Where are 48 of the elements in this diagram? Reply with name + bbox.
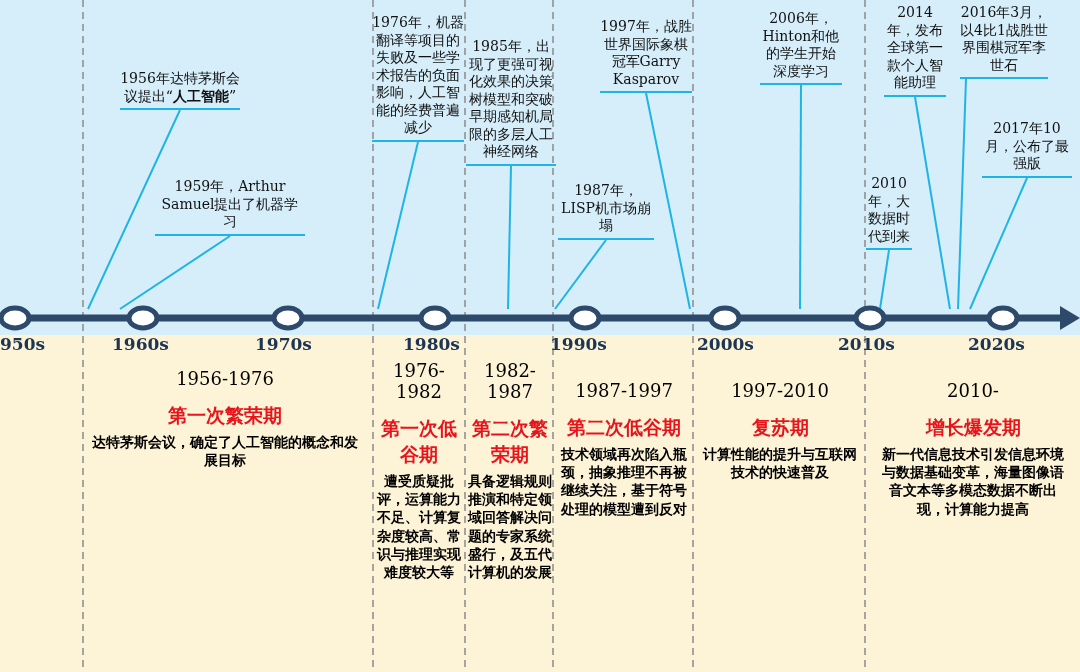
period-description: 技术领域再次陷入瓶颈，抽象推理不再被继续关注，基于符号处理的模型遭到反对 [560, 445, 688, 518]
period-name: 第一次低谷期 [380, 416, 458, 467]
period-name: 第一次繁荣期 [167, 403, 283, 428]
leader-line [957, 78, 967, 310]
period-years: 1987-1997 [574, 380, 674, 401]
event-callout: 1987年，LISP机市场崩塌 [558, 182, 654, 240]
period-name: 复苏期 [750, 415, 810, 440]
leader-line [969, 177, 1028, 310]
period-description: 计算性能的提升与互联网技术的快速普及 [701, 445, 858, 482]
period-description: 新一代信息技术引发信息环境与数据基础变革，海量图像语音文本等多模态数据不断出现，计算能力提高 [881, 445, 1065, 518]
event-callout: 1956年达特茅斯会议提出“人工智能” [120, 70, 240, 110]
leader-line [87, 109, 181, 310]
event-callout: 2014年，发布全球第一款个人智能助理 [884, 4, 946, 97]
leader-line [645, 92, 691, 310]
period-description: 遭受质疑批评，运算能力不足、计算复杂度较高、常识与推理实现难度较大等 [376, 472, 462, 582]
period-years: 1997-2010 [730, 380, 830, 401]
event-callout: 2016年3月，以4比1战胜世界围棋冠军李世石 [960, 4, 1048, 79]
period-description: 达特茅斯会议，确定了人工智能的概念和发展目标 [91, 433, 359, 470]
period-description: 具备逻辑规则推演和特定领域回答解决问题的专家系统盛行，及五代计算机的发展 [468, 472, 552, 582]
decade-label: 2010s [838, 334, 895, 354]
decade-label: 2000s [697, 334, 754, 354]
event-callout: 1976年，机器翻译等项目的失败及一些学术报告的负面影响，人工智能的经费普遍减少 [372, 14, 464, 142]
decade-label: 1990s [550, 334, 607, 354]
leader-line [507, 165, 512, 310]
period-years: 1976-1982 [392, 360, 446, 402]
period-years: 1982-1987 [483, 360, 537, 402]
period-name: 第二次低谷期 [566, 415, 682, 440]
period-years: 1956-1976 [175, 368, 275, 389]
event-callout: 1997年，战胜世界国际象棋冠军Garry Kasparov [600, 18, 692, 93]
period-name: 增长爆发期 [924, 415, 1022, 440]
decade-label: 1980s [403, 334, 460, 354]
period-name: 第二次繁荣期 [471, 416, 549, 467]
leader-line [799, 84, 802, 310]
decade-label: 950s [0, 334, 46, 354]
event-callout: 2010年，大数据时代到来 [866, 175, 912, 250]
event-callout: 1985年，出现了更强可视化效果的决策树模型和突破早期感知机局限的多层人工神经网络 [466, 38, 556, 166]
leader-line [914, 96, 951, 310]
leader-line [879, 249, 890, 310]
decade-label: 2020s [968, 334, 1025, 354]
leader-line [377, 141, 419, 310]
period-years: 2010- [946, 380, 1000, 401]
leader-line [554, 239, 607, 310]
decade-label: 1960s [112, 334, 169, 354]
event-callout: 2017年10月，公布了最强版 [982, 120, 1072, 178]
event-callout: 2006年，Hinton和他的学生开始深度学习 [760, 10, 842, 85]
event-callout: 1959年，Arthur Samuel提出了机器学习 [155, 178, 305, 236]
leader-line [119, 235, 231, 310]
decade-label: 1970s [255, 334, 312, 354]
